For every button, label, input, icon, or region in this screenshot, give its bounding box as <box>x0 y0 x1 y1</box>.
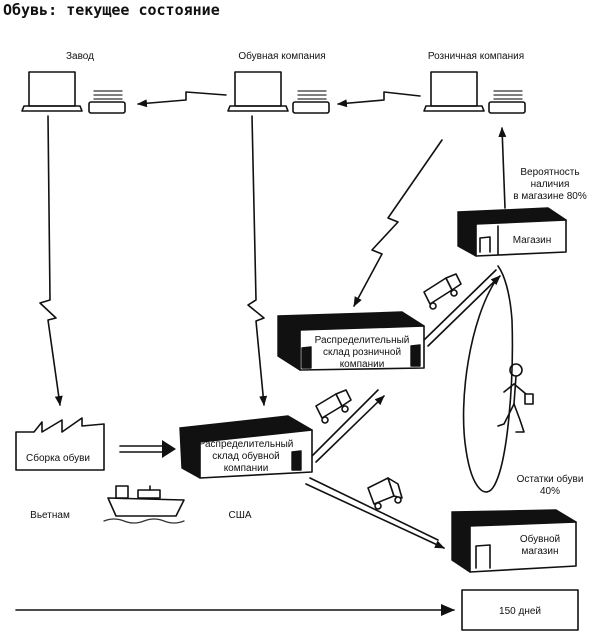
leftover-label-line2: 40% <box>540 486 560 497</box>
shoe-company-computer-icon <box>227 71 289 112</box>
retail-dc-label-line2: склад розничной <box>323 347 401 358</box>
shoe-dc-label-line1: Распределительный <box>199 439 294 450</box>
retail-dc-warehouse-icon: Распределительный склад розничной компан… <box>277 311 425 371</box>
retail-company-label: Розничная компания <box>428 51 524 62</box>
electronic-information-flow-icon <box>39 115 63 406</box>
shoe-company-document-stack-icon <box>292 90 330 114</box>
electronic-information-flow-icon <box>337 91 421 108</box>
shoe-dc-to-shoe-store-flow-arrow <box>305 477 445 549</box>
store-to-retail-info-arrow <box>498 127 507 209</box>
factory-computer-icon <box>21 71 83 112</box>
store-building-icon: Магазин <box>457 207 567 257</box>
retail-dc-label-line3: компании <box>340 359 385 370</box>
truck-icon <box>367 477 403 510</box>
retail-company-computer-icon <box>423 71 485 112</box>
shoe-store-label-line2: магазин <box>521 546 558 557</box>
shoe-dc-warehouse-icon: Распределительный склад обувной компании <box>179 415 313 479</box>
availability-label-line1: Вероятность <box>520 167 579 178</box>
factory-label: Завод <box>66 51 94 62</box>
availability-label-line2: наличия <box>531 179 570 190</box>
shoe-store-label-line1: Обувной <box>520 533 560 545</box>
ship-icon <box>103 485 185 524</box>
shoe-assembly-label: Сборка обуви <box>26 452 90 464</box>
retail-dc-to-store-flow-arrow <box>423 269 501 347</box>
shoe-company-label: Обувная компания <box>238 50 325 62</box>
truck-icon <box>315 389 352 424</box>
retail-dc-label-line1: Распределительный <box>315 335 410 346</box>
shoe-dc-to-retail-dc-flow-arrow <box>311 389 385 463</box>
factory-to-dc-flow-arrow <box>119 440 176 458</box>
factory-document-stack-icon <box>88 90 126 114</box>
leftover-inventory-loop <box>462 265 514 493</box>
factory-icon: Сборка обуви <box>15 417 105 471</box>
electronic-information-flow-icon <box>247 115 268 406</box>
lead-time-label: 150 дней <box>499 606 541 617</box>
truck-icon <box>423 273 462 310</box>
shoe-dc-label-line2: склад обувной <box>212 450 280 462</box>
shopper-icon <box>497 363 534 433</box>
shoe-store-building-icon: Обувной магазин <box>451 509 577 573</box>
availability-label-line3: в магазине 80% <box>513 191 587 202</box>
usa-label: США <box>228 510 251 521</box>
shoe-dc-label-line3: компании <box>224 463 269 474</box>
page-title: Обувь: текущее состояние <box>3 1 220 19</box>
vietnam-label: Вьетнам <box>30 510 70 521</box>
electronic-information-flow-icon <box>353 139 443 307</box>
lead-time-box: 150 дней <box>461 589 579 631</box>
store-label: Магазин <box>513 235 552 246</box>
retail-company-document-stack-icon <box>488 90 526 114</box>
electronic-information-flow-icon <box>137 91 227 108</box>
leftover-label-line1: Остатки обуви <box>517 473 584 485</box>
